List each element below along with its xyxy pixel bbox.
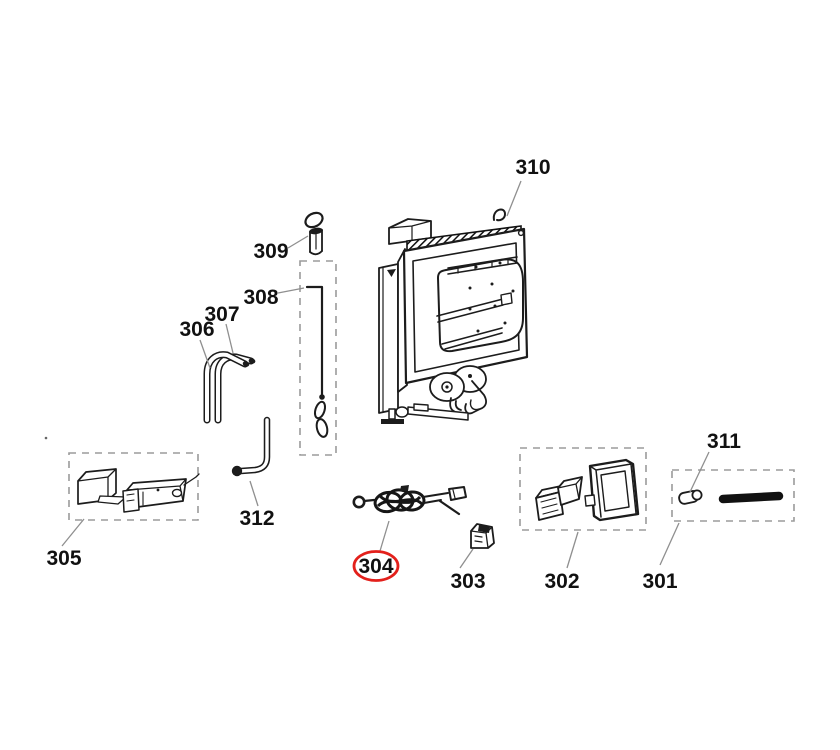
callout-309: 309 [253, 240, 288, 263]
part-302-control-kit [519, 447, 647, 531]
part-301-tube-kit [671, 469, 795, 522]
callout-303: 303 [450, 570, 485, 593]
callout-306: 306 [179, 318, 214, 341]
print-speck [44, 436, 48, 440]
highlight-ring-304 [352, 550, 400, 582]
part-309-tube [304, 211, 324, 256]
callout-305: 305 [46, 547, 81, 570]
leader-lines [61, 180, 710, 569]
part-303-switch [470, 523, 495, 549]
callout-311: 311 [707, 430, 741, 453]
callout-301: 301 [642, 570, 677, 593]
callout-labels: 310 309 308 307 306 305 312 304 303 302 … [46, 156, 741, 593]
part-304-wire-harness [352, 485, 467, 516]
callout-312: 312 [239, 507, 274, 530]
callout-304: 304 [358, 555, 393, 578]
part-311-cap [678, 489, 703, 505]
callout-307: 307 [204, 303, 239, 326]
rivet-dots [468, 261, 515, 333]
part-308-sensor-rod [299, 260, 337, 456]
part-312-crank-rod [231, 416, 271, 477]
part-306-tube [203, 351, 250, 424]
callout-308: 308 [243, 286, 278, 309]
part-310-main-assembly [378, 208, 529, 424]
hanger-loop [492, 208, 506, 222]
drive-housing [407, 365, 487, 421]
filter-rod [718, 491, 784, 504]
callout-302: 302 [544, 570, 579, 593]
callout-310: 310 [515, 156, 550, 179]
part-307-tube [214, 353, 256, 424]
part-305-kit [68, 452, 200, 521]
